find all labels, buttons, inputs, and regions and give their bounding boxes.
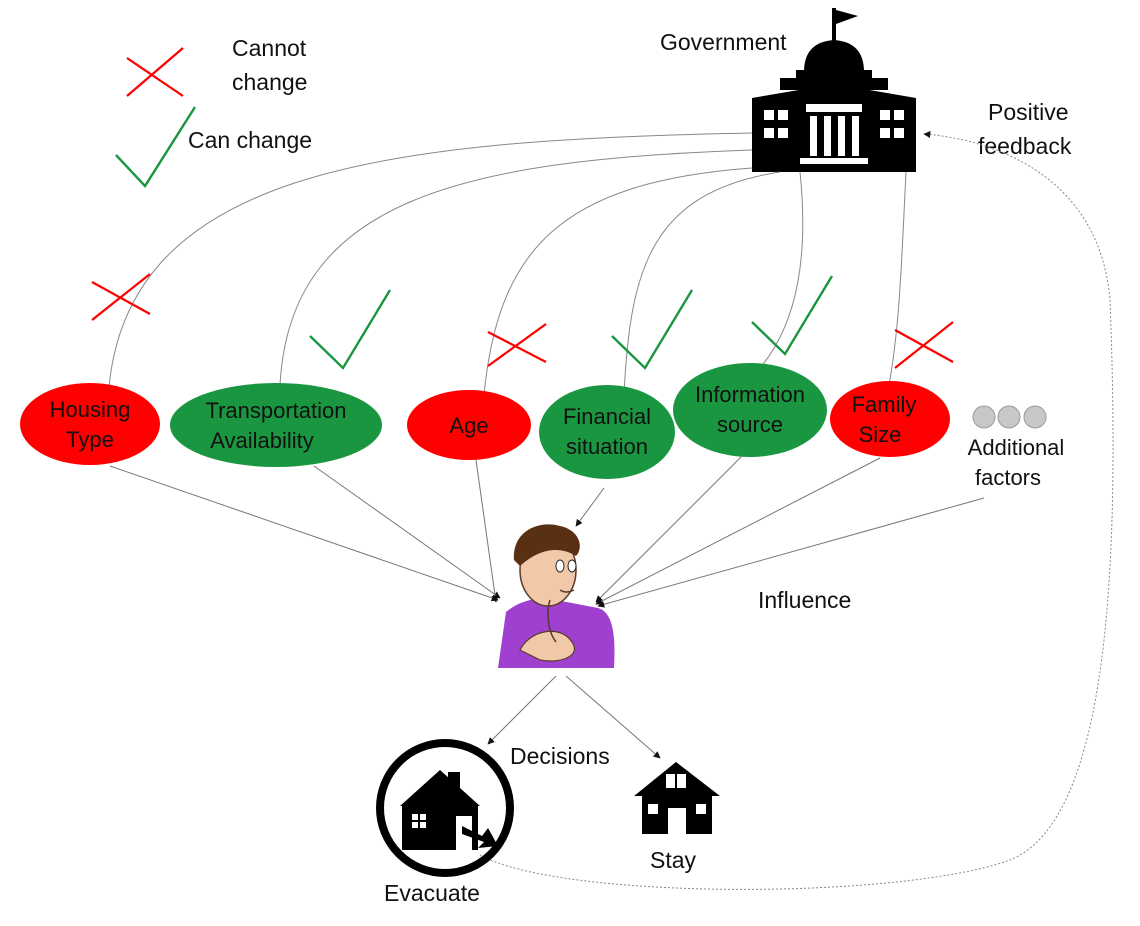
factor-housing-label-1: Housing bbox=[50, 397, 131, 422]
decisions-label: Decisions bbox=[510, 743, 610, 769]
influence-label: Influence bbox=[758, 587, 851, 613]
legend: Cannot change Can change bbox=[115, 35, 312, 188]
feedback-label-2: feedback bbox=[978, 133, 1072, 159]
gov-link-transport bbox=[279, 149, 753, 386]
arrow-housing-person bbox=[109, 465, 499, 602]
feedback-label-1: Positive bbox=[988, 99, 1069, 125]
arrow-person-evacuate bbox=[487, 675, 557, 745]
arrow-additional-person bbox=[597, 497, 985, 608]
influence-arrows bbox=[109, 455, 985, 608]
factor-transport-label-2: Availability bbox=[210, 428, 314, 453]
factor-family-label-1: Family bbox=[852, 392, 917, 417]
stay-house-icon bbox=[634, 762, 720, 834]
factor-nodes: Housing Type Transportation Availability… bbox=[20, 363, 1064, 490]
transport-check-icon bbox=[309, 289, 392, 370]
factor-housing-label-2: Type bbox=[66, 427, 114, 452]
government-label: Government bbox=[660, 29, 787, 55]
arrow-person-stay bbox=[565, 675, 661, 759]
additional-factors-label-2: factors bbox=[975, 465, 1041, 490]
legend-cannot-label-1: Cannot bbox=[232, 35, 307, 61]
factor-financial-label-2: situation bbox=[566, 434, 648, 459]
factor-financial-label-1: Financial bbox=[563, 404, 651, 429]
additional-factors-dots-icon bbox=[972, 405, 1047, 429]
gov-link-financial bbox=[623, 171, 781, 396]
government-links bbox=[107, 132, 907, 401]
factor-transport-label-1: Transportation bbox=[205, 398, 346, 423]
age-cross-icon bbox=[487, 323, 547, 367]
additional-factors-label-1: Additional bbox=[968, 435, 1065, 460]
factor-transportation-availability: Transportation Availability bbox=[170, 383, 382, 467]
gov-link-information bbox=[759, 171, 804, 369]
evacuate-label: Evacuate bbox=[384, 880, 480, 906]
gov-link-housing bbox=[107, 132, 753, 401]
government-building-icon bbox=[752, 8, 916, 172]
factor-age-label: Age bbox=[449, 413, 488, 438]
factor-markers bbox=[91, 273, 954, 370]
factor-information-label-2: source bbox=[717, 412, 783, 437]
factor-financial-situation: Financial situation bbox=[539, 385, 675, 479]
family-cross-icon bbox=[894, 321, 954, 369]
factor-information-source: Information source bbox=[673, 363, 827, 457]
stay-label: Stay bbox=[650, 847, 697, 873]
evacuate-house-icon bbox=[376, 739, 514, 877]
financial-check-icon bbox=[611, 289, 694, 370]
positive-feedback-loop bbox=[479, 131, 1114, 890]
arrow-financial-person bbox=[575, 487, 605, 527]
thinking-person-icon bbox=[498, 524, 615, 668]
information-check-icon bbox=[751, 275, 834, 356]
factor-family-size: Family Size bbox=[830, 381, 950, 457]
legend-can-label: Can change bbox=[188, 127, 312, 153]
legend-cannot-label-2: change bbox=[232, 69, 307, 95]
factor-information-label-1: Information bbox=[695, 382, 805, 407]
can-change-check-icon bbox=[115, 106, 197, 188]
arrow-family-person bbox=[595, 457, 881, 605]
gov-link-age bbox=[483, 167, 753, 396]
factor-family-label-2: Size bbox=[859, 422, 902, 447]
arrow-information-person bbox=[595, 455, 743, 603]
factor-age: Age bbox=[407, 390, 531, 460]
factor-housing-type: Housing Type bbox=[20, 383, 160, 465]
housing-cross-icon bbox=[91, 273, 151, 321]
arrow-transport-person bbox=[313, 465, 501, 599]
arrow-age-person bbox=[475, 459, 499, 603]
gov-link-family bbox=[887, 171, 907, 391]
cannot-change-cross-icon bbox=[126, 47, 184, 97]
